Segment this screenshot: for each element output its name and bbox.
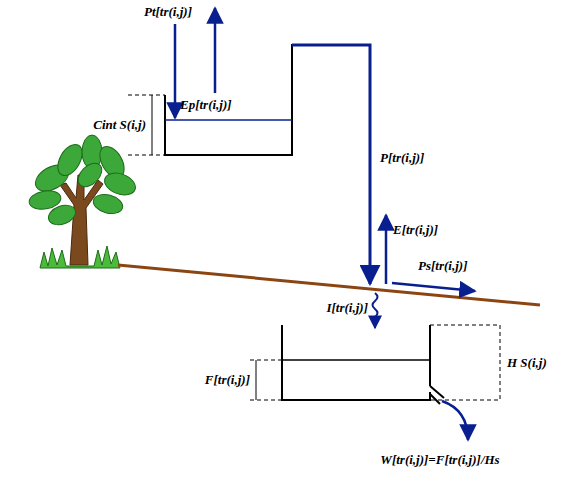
flux-label: E[tr(i,j)] bbox=[393, 222, 438, 238]
dimension-line bbox=[152, 95, 153, 155]
flux-label: P[tr(i,j)] bbox=[380, 150, 424, 166]
water-level bbox=[282, 359, 430, 361]
flux-label: Ps[tr(i,j)] bbox=[418, 258, 467, 274]
dimension-line bbox=[256, 360, 257, 400]
interception-store-walls bbox=[165, 45, 370, 284]
leaf bbox=[91, 191, 125, 216]
soil-store-walls bbox=[282, 325, 430, 400]
grass bbox=[40, 246, 120, 268]
dimension-line bbox=[250, 360, 282, 361]
infiltration-arrow bbox=[373, 293, 378, 328]
overflow-arrow bbox=[292, 45, 370, 284]
flux-label: Ep[tr(i,j)] bbox=[180, 97, 232, 113]
leaf bbox=[46, 202, 78, 228]
water-level bbox=[165, 119, 292, 121]
tree-canopy bbox=[28, 135, 139, 228]
dimension-box bbox=[430, 325, 500, 400]
flux-label: H S(i,j) bbox=[507, 355, 547, 371]
flux-label: Cint S(i,j) bbox=[93, 117, 146, 133]
rain-arrow bbox=[174, 24, 177, 118]
dimension-line bbox=[128, 95, 165, 96]
flux-label: I[tr(i,j)] bbox=[326, 300, 368, 316]
ground-surface bbox=[118, 265, 540, 305]
flux-label: Pt[tr(i,j)] bbox=[144, 4, 192, 20]
flux-label: W[tr(i,j)]=F[tr(i,j)]/Hs bbox=[380, 452, 499, 468]
evaporation-arrow bbox=[385, 215, 388, 284]
flux-label: F[tr(i,j)] bbox=[205, 372, 250, 388]
dimension-line bbox=[128, 155, 165, 156]
evaporation-arrow bbox=[214, 8, 217, 93]
dimension-line bbox=[250, 400, 282, 401]
leaf bbox=[74, 159, 107, 192]
runoff-arrow bbox=[392, 283, 475, 291]
drainage-arrow bbox=[442, 401, 468, 440]
